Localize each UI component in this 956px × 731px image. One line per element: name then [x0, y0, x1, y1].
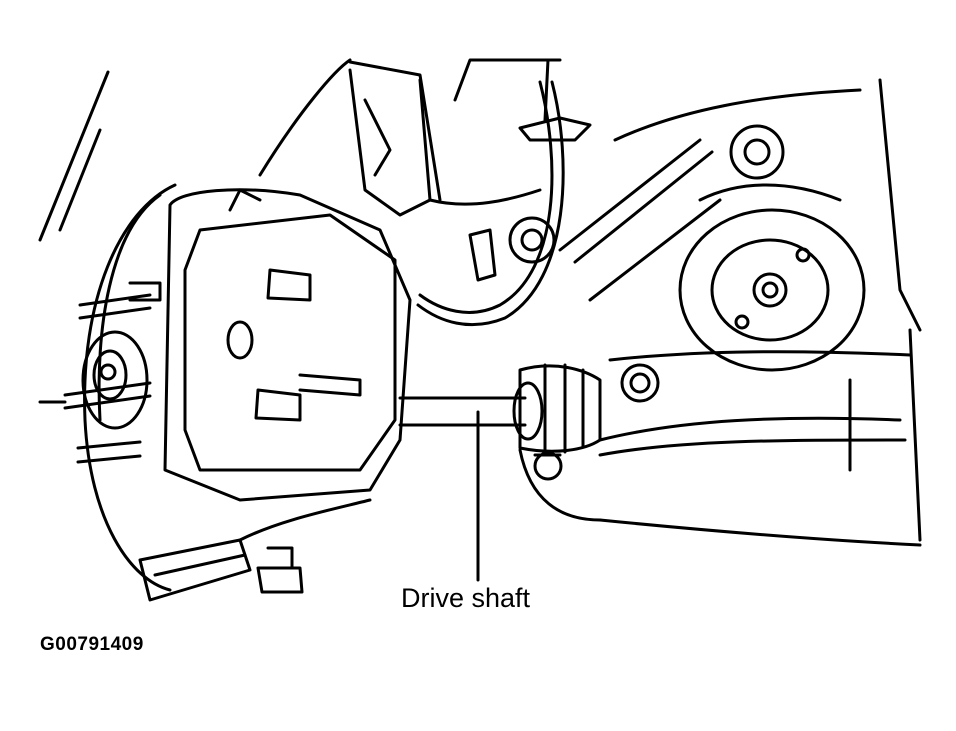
control-arm-bushing-right [678, 124, 866, 372]
brake-hose [416, 58, 592, 327]
drive-shaft [398, 363, 602, 454]
figure-id-label: G00791409 [40, 634, 144, 655]
strut-assembly [348, 68, 542, 217]
brake-caliper [163, 188, 412, 502]
lower-knuckle-bolt [238, 498, 372, 594]
lower-control-arm [518, 350, 912, 522]
diagonal-link-rods [558, 138, 722, 302]
background-body-lines [38, 58, 922, 547]
brake-rotor [83, 183, 252, 602]
knuckle-bolts [468, 216, 660, 481]
drive-shaft-callout-label: Drive shaft [401, 583, 531, 613]
wheel-hub [38, 281, 162, 464]
